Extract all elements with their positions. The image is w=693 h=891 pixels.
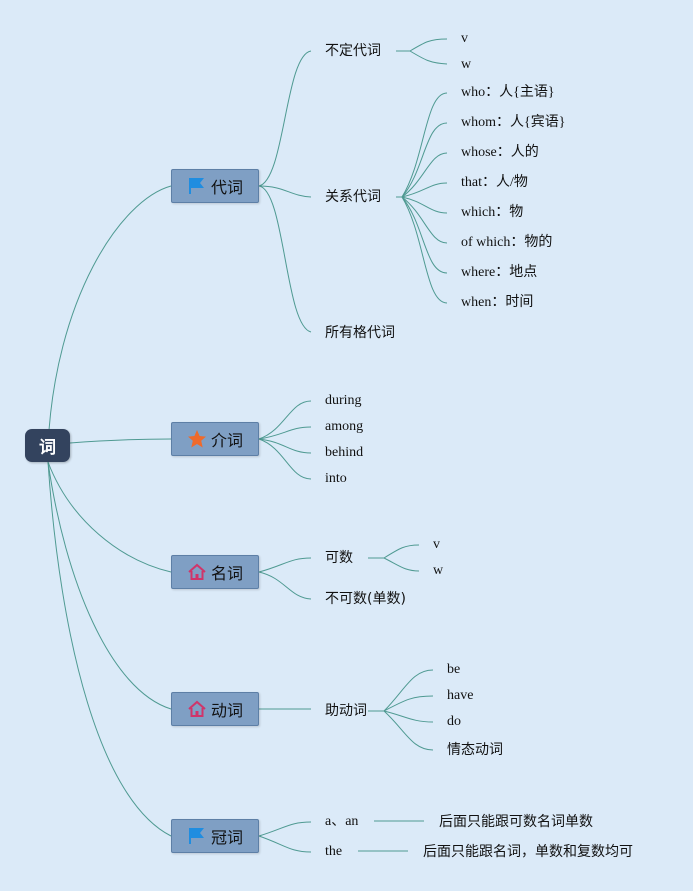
connector xyxy=(401,152,448,198)
connector xyxy=(401,196,448,214)
connector xyxy=(401,122,448,198)
branch-article[interactable]: 冠词 xyxy=(171,819,259,853)
connector xyxy=(258,835,312,853)
connector xyxy=(401,196,448,304)
leaf-relative-item[interactable]: whose：人的 xyxy=(461,145,539,160)
leaf-auxiliary-item[interactable]: 情态动词 xyxy=(447,742,503,758)
connector xyxy=(401,92,448,198)
topic-relative-pronoun[interactable]: 关系代词 xyxy=(325,189,381,205)
connector xyxy=(383,669,434,712)
branch-article-label: 冠词 xyxy=(210,828,243,847)
topic-article-the[interactable]: the xyxy=(325,844,343,859)
branch-noun[interactable]: 名词 xyxy=(171,555,259,589)
connector xyxy=(383,544,420,559)
branch-preposition[interactable]: 介词 xyxy=(171,422,259,456)
leaf-preposition-item[interactable]: among xyxy=(325,419,364,434)
connector xyxy=(401,182,448,198)
connector xyxy=(258,400,312,440)
leaf-relative-item[interactable]: when：时间 xyxy=(461,295,534,310)
connector xyxy=(258,438,312,480)
leaf-preposition-item[interactable]: during xyxy=(325,393,362,408)
connector xyxy=(47,461,172,573)
leaf-auxiliary-item[interactable]: have xyxy=(447,688,474,703)
connector xyxy=(401,196,448,244)
leaf-relative-item[interactable]: who：人{主语} xyxy=(461,85,555,100)
leaf-relative-item[interactable]: which：物 xyxy=(461,205,524,220)
root-topic[interactable]: 词 xyxy=(25,429,70,462)
home-icon xyxy=(187,699,207,719)
branch-pronoun[interactable]: 代词 xyxy=(171,169,259,203)
connector xyxy=(258,50,312,187)
home-icon xyxy=(187,562,207,582)
connector xyxy=(47,185,172,447)
star-icon xyxy=(187,429,207,449)
leaf-indefinite-item[interactable]: v xyxy=(461,31,468,46)
connector xyxy=(383,710,434,723)
leaf-countable-item[interactable]: w xyxy=(433,563,444,578)
topic-auxiliary-verb[interactable]: 助动词 xyxy=(325,703,367,719)
connector xyxy=(258,185,312,198)
flag-icon xyxy=(187,176,207,196)
connector xyxy=(383,710,434,751)
branch-verb[interactable]: 动词 xyxy=(171,692,259,726)
topic-uncountable[interactable]: 不可数(单数) xyxy=(325,591,406,607)
topic-article-a-an[interactable]: a、an xyxy=(325,814,359,829)
connector xyxy=(383,695,434,712)
connector xyxy=(69,438,172,444)
leaf-auxiliary-item[interactable]: be xyxy=(447,662,461,677)
topic-possessive-pronoun[interactable]: 所有格代词 xyxy=(325,325,395,341)
connector xyxy=(258,426,312,440)
leaf-indefinite-item[interactable]: w xyxy=(461,57,472,72)
connector xyxy=(258,438,312,454)
connector xyxy=(383,557,420,572)
note-article-a-an[interactable]: 后面只能跟可数名词单数 xyxy=(439,814,593,830)
connector xyxy=(258,557,312,573)
connector xyxy=(47,461,172,837)
note-article-the[interactable]: 后面只能跟名词，单数和复数均可 xyxy=(423,844,633,860)
leaf-preposition-item[interactable]: into xyxy=(325,471,347,486)
leaf-countable-item[interactable]: v xyxy=(433,537,440,552)
connector xyxy=(401,196,448,274)
connector xyxy=(258,571,312,600)
topic-indefinite-pronoun[interactable]: 不定代词 xyxy=(325,43,381,59)
branch-preposition-label: 介词 xyxy=(210,431,243,450)
leaf-relative-item[interactable]: whom：人{宾语} xyxy=(461,115,566,130)
connector xyxy=(258,185,312,333)
connector xyxy=(409,38,448,52)
branch-verb-label: 动词 xyxy=(210,701,243,720)
leaf-relative-item[interactable]: of which：物的 xyxy=(461,235,553,250)
connector xyxy=(47,461,172,710)
branch-noun-label: 名词 xyxy=(210,564,243,583)
leaf-auxiliary-item[interactable]: do xyxy=(447,714,461,729)
branch-pronoun-label: 代词 xyxy=(210,178,243,197)
leaf-relative-item[interactable]: where：地点 xyxy=(461,265,538,280)
flag-icon xyxy=(187,826,207,846)
leaf-relative-item[interactable]: that：人/物 xyxy=(461,175,528,190)
connector xyxy=(258,821,312,837)
connector xyxy=(409,50,448,65)
leaf-preposition-item[interactable]: behind xyxy=(325,445,364,460)
root-label: 词 xyxy=(39,438,56,458)
topic-countable[interactable]: 可数 xyxy=(325,550,353,566)
